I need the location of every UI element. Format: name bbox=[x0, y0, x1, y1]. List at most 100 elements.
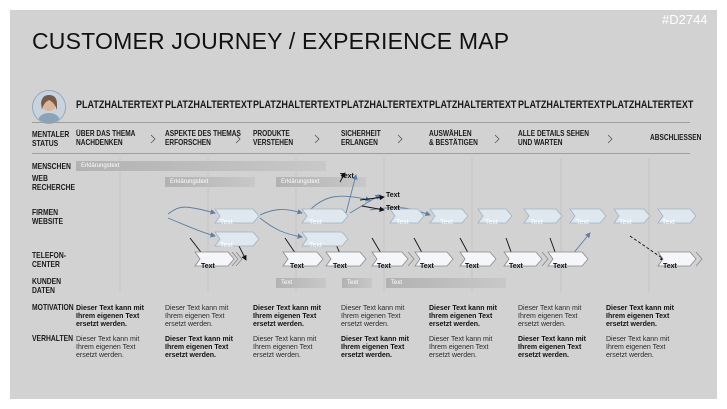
row-label-menschen: MENSCHEN bbox=[32, 161, 71, 171]
row-label-motivation: MOTIVATION bbox=[32, 302, 74, 312]
bar-kunden-2: Text bbox=[342, 278, 372, 288]
flow-arrow bbox=[167, 206, 216, 215]
chevron-right-icon bbox=[494, 134, 500, 144]
chevron-right-icon bbox=[695, 251, 703, 267]
person-icon bbox=[33, 91, 65, 123]
phone-shape bbox=[194, 251, 235, 267]
phone-label: Text bbox=[553, 263, 567, 270]
website-label: Text bbox=[309, 242, 322, 249]
website-shape bbox=[429, 208, 469, 224]
website-label: Text bbox=[485, 219, 498, 226]
page-title: CUSTOMER JOURNEY / EXPERIENCE MAP bbox=[32, 28, 510, 54]
website-label: Text bbox=[662, 219, 675, 226]
chevron-right-icon bbox=[397, 134, 403, 144]
column-header-3: PLATZHALTERTEXT bbox=[253, 99, 341, 111]
web-label: Text bbox=[386, 205, 400, 212]
website-shape bbox=[214, 208, 260, 224]
flow-arrow bbox=[259, 209, 303, 216]
website-shape bbox=[477, 208, 513, 224]
flow-arrow bbox=[629, 235, 666, 261]
chevron-right-icon bbox=[150, 134, 156, 144]
flow-arrow bbox=[167, 217, 216, 238]
phone-shape bbox=[414, 251, 454, 267]
separator-top bbox=[32, 122, 690, 123]
column-header-4: PLATZHALTERTEXT bbox=[341, 99, 429, 111]
phone-shape bbox=[459, 251, 497, 267]
column-header-7: PLATZHALTERTEXT bbox=[606, 99, 694, 111]
phone-label: Text bbox=[201, 263, 215, 270]
slide: #D2744 CUSTOMER JOURNEY / EXPERIENCE MAP… bbox=[10, 10, 717, 399]
web-label: Text bbox=[340, 173, 354, 180]
website-shape bbox=[301, 231, 349, 247]
chevron-right-icon bbox=[314, 134, 320, 144]
column-header-1: PLATZHALTERTEXT bbox=[76, 99, 164, 111]
website-shape bbox=[214, 231, 260, 247]
phone-shape bbox=[503, 251, 543, 267]
flow-arrow bbox=[309, 195, 371, 211]
bar-web-recherche-2: Erklärungstext bbox=[276, 177, 366, 187]
website-shape bbox=[569, 208, 607, 224]
phone-shape bbox=[657, 251, 697, 267]
website-shape bbox=[301, 208, 349, 224]
journey-flow bbox=[167, 172, 703, 267]
chevron-right-icon bbox=[541, 251, 549, 267]
bar-menschen: Erklärungstext bbox=[76, 161, 326, 171]
phone-label: Text bbox=[509, 263, 523, 270]
slide-code: #D2744 bbox=[662, 12, 708, 27]
phone-shape bbox=[371, 251, 409, 267]
status-5: AUSWÄHLEN& BESTÄTIGEN bbox=[429, 129, 478, 147]
bar-web-recherche-1: Erklärungstext bbox=[165, 177, 255, 187]
chevron-right-icon bbox=[235, 134, 241, 144]
chevron-right-icon bbox=[231, 251, 239, 267]
phone-shape bbox=[547, 251, 589, 267]
phone-label: Text bbox=[377, 263, 391, 270]
website-shape bbox=[657, 208, 697, 224]
separator-status bbox=[32, 153, 690, 154]
flow-arrow bbox=[359, 194, 385, 201]
phone-label: Text bbox=[465, 263, 479, 270]
phone-shape bbox=[282, 251, 324, 267]
website-label: Text bbox=[576, 219, 589, 226]
phone-shape bbox=[325, 251, 367, 267]
status-7: ABSCHLIESSEN bbox=[650, 133, 702, 142]
row-label-verhalten: VERHALTEN bbox=[32, 333, 74, 343]
flow-arrow bbox=[345, 174, 358, 214]
website-label: Text bbox=[440, 219, 453, 226]
column-header-6: PLATZHALTERTEXT bbox=[518, 99, 606, 111]
chevron-right-icon bbox=[235, 251, 243, 267]
phone-label: Text bbox=[333, 263, 347, 270]
web-label: Text bbox=[386, 192, 400, 199]
flow-arrow bbox=[259, 217, 303, 239]
website-shape bbox=[613, 208, 651, 224]
row-label-telefon-center: TELEFON-CENTER bbox=[32, 250, 66, 269]
column-header-5: PLATZHALTERTEXT bbox=[429, 99, 517, 111]
bar-kunden-3: Text bbox=[386, 278, 506, 288]
website-label: Text bbox=[309, 219, 322, 226]
website-label: Text bbox=[530, 219, 543, 226]
column-header-2: PLATZHALTERTEXT bbox=[165, 99, 253, 111]
flow-arrow bbox=[571, 232, 591, 256]
bar-kunden-1: Text bbox=[276, 278, 326, 288]
website-shape bbox=[389, 208, 425, 224]
